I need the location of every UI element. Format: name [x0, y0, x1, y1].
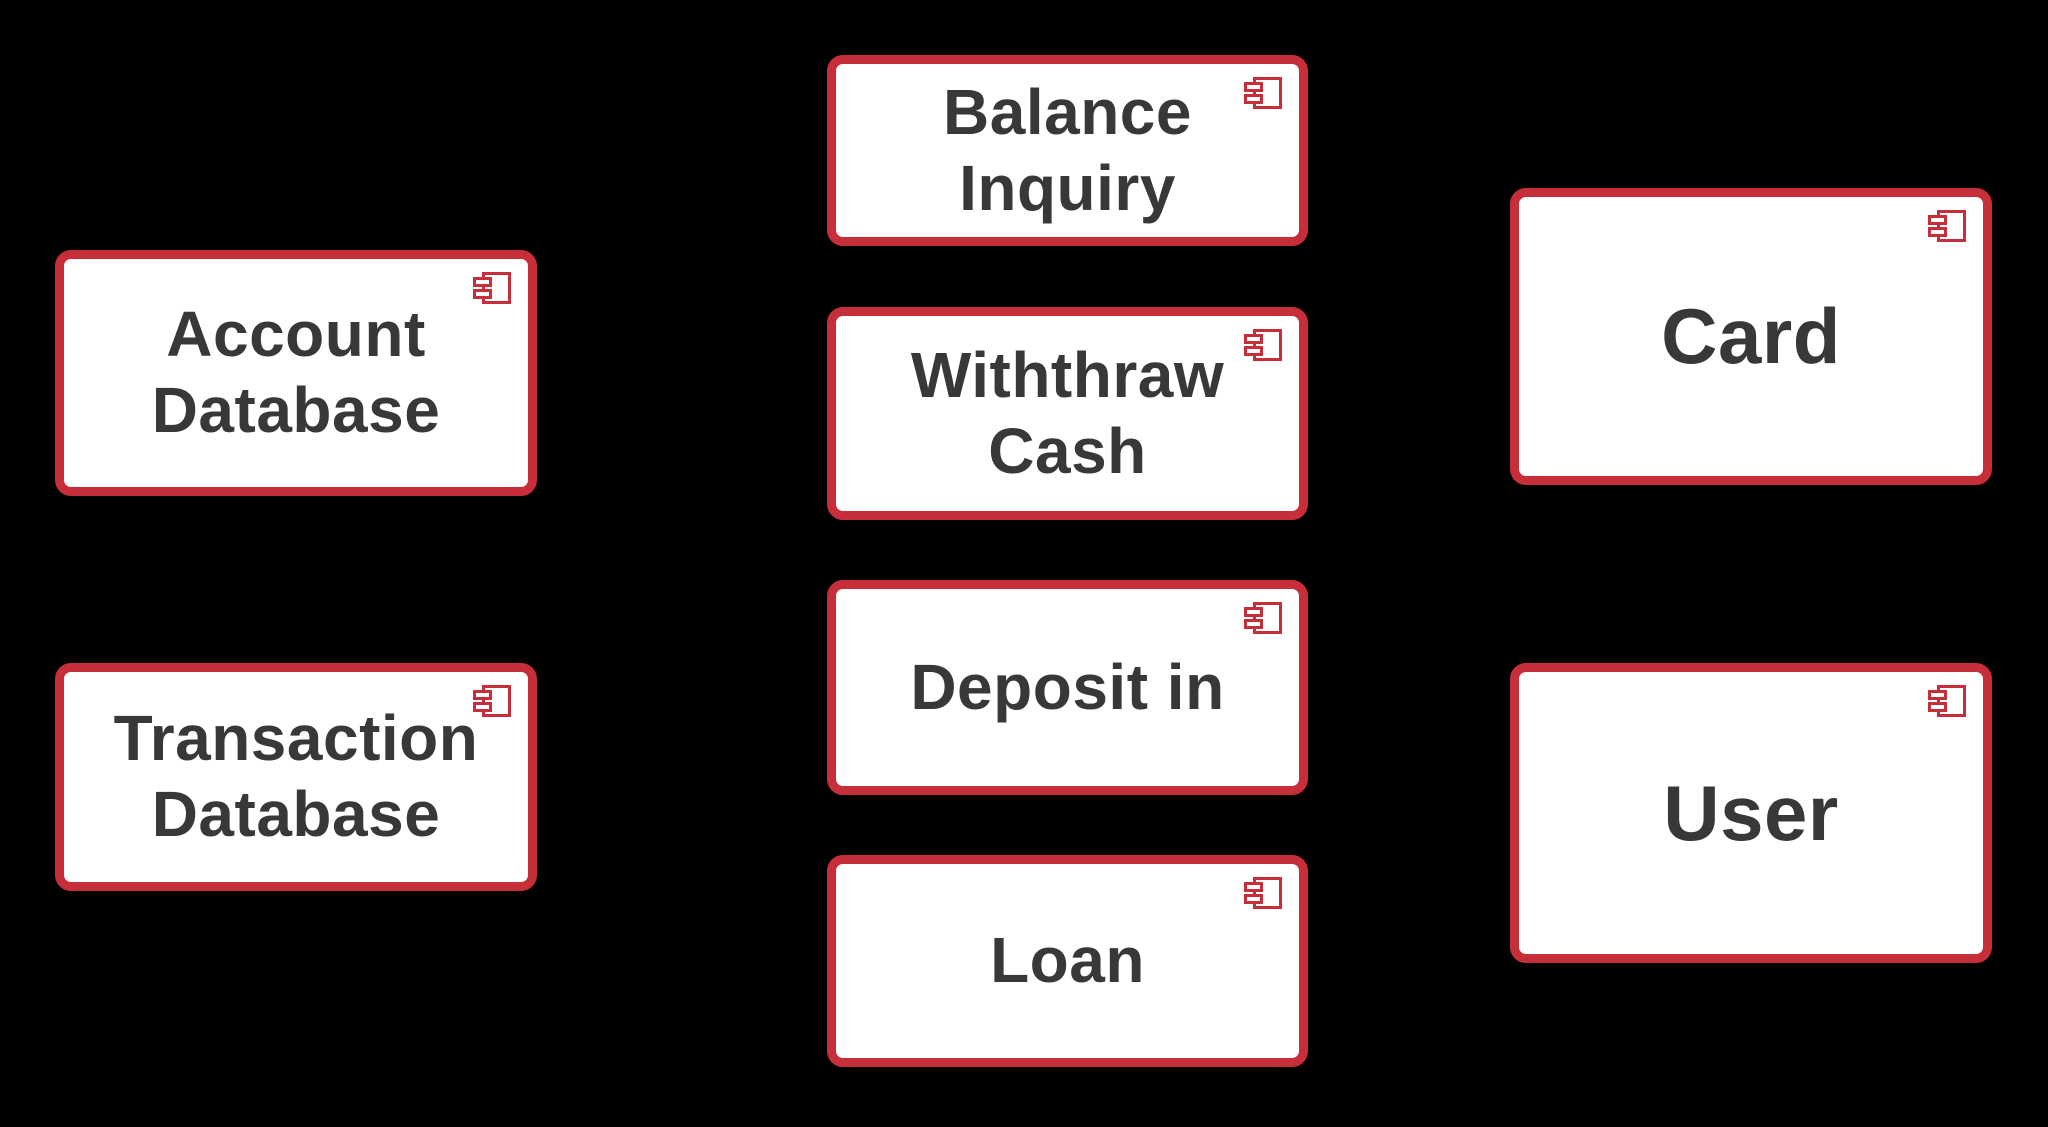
component-label: Transaction Database	[113, 702, 479, 850]
component-withthraw-cash[interactable]: Withthraw Cash	[827, 307, 1308, 520]
component-label: Account Database	[151, 298, 441, 446]
component-label: Loan	[990, 924, 1145, 997]
component-label: Deposit in	[910, 650, 1225, 723]
component-account-database[interactable]: Account Database	[55, 250, 537, 496]
uml-component-icon	[1244, 329, 1282, 361]
uml-component-icon	[1244, 877, 1282, 909]
component-transaction-database[interactable]: Transaction Database	[55, 663, 537, 891]
component-loan[interactable]: Loan	[827, 855, 1308, 1067]
component-label: User	[1663, 768, 1839, 857]
component-user[interactable]: User	[1510, 663, 1992, 963]
uml-component-icon	[1244, 77, 1282, 109]
component-label: Withthraw Cash	[910, 338, 1225, 487]
component-balance-inquiry[interactable]: Balance Inquiry	[827, 55, 1308, 246]
uml-component-icon	[1928, 685, 1966, 717]
component-label: Balance Inquiry	[943, 75, 1192, 224]
component-label: Card	[1661, 292, 1841, 381]
uml-component-icon	[1928, 210, 1966, 242]
uml-component-icon	[473, 685, 511, 717]
uml-component-icon	[1244, 602, 1282, 634]
component-card[interactable]: Card	[1510, 188, 1992, 485]
uml-component-icon	[473, 272, 511, 304]
component-deposit-in[interactable]: Deposit in	[827, 580, 1308, 795]
